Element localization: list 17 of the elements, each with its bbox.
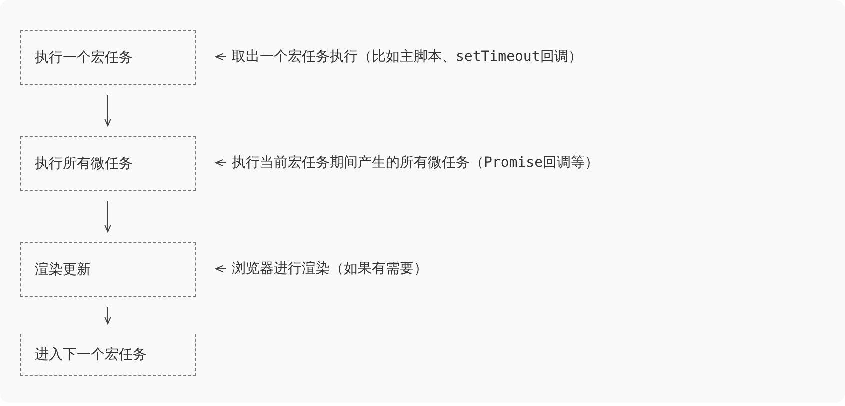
box-label: 执行一个宏任务 <box>35 48 133 66</box>
arrow <box>104 94 112 126</box>
box-label: 渲染更新 <box>35 260 91 278</box>
arrow <box>104 200 112 232</box>
annotation-text: 执行当前宏任务期间产生的所有微任务（Promise回调等） <box>232 153 600 173</box>
process-box <box>20 136 196 191</box>
annotation-text: 取出一个宏任务执行（比如主脚本、setTimeout回调） <box>232 47 582 67</box>
arrow <box>216 266 226 272</box>
box-label: 执行所有微任务 <box>35 154 133 172</box>
arrow <box>216 160 226 166</box>
annotation-text: 浏览器进行渲染（如果有需要） <box>232 259 428 279</box>
process-box <box>20 334 196 376</box>
box-label: 进入下一个宏任务 <box>35 346 147 364</box>
process-box <box>20 242 196 297</box>
arrow <box>216 54 226 60</box>
process-box <box>20 30 196 85</box>
arrow <box>104 306 112 324</box>
